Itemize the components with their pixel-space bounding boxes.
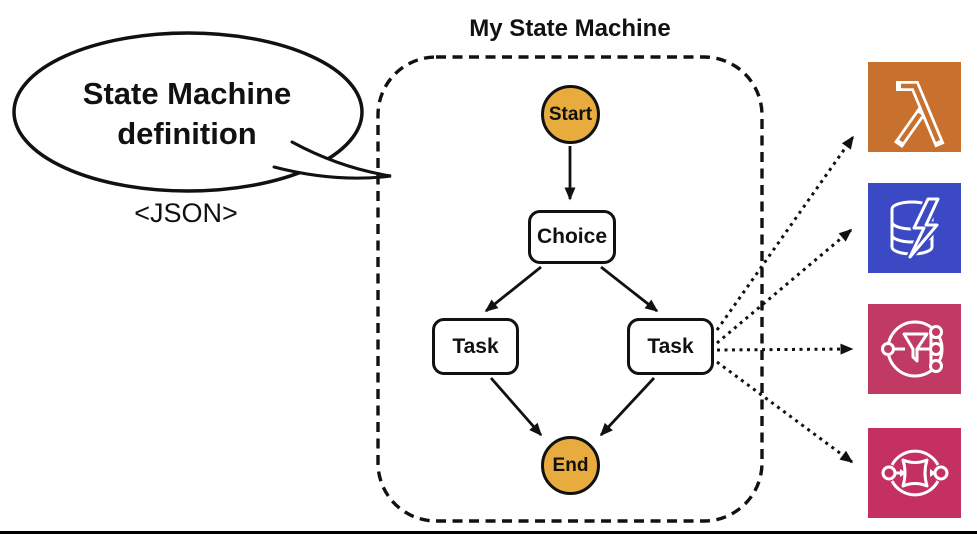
state-machine-title: My State Machine — [469, 15, 671, 42]
state-node-start-label: Start — [548, 103, 593, 125]
state-machine-boundary — [376, 55, 764, 523]
state-node-task-left-label: Task — [452, 334, 499, 358]
edge-choice-to-task-right — [600, 265, 659, 313]
edge-task-to-sns — [716, 343, 854, 355]
state-node-task-right: Task — [627, 318, 714, 375]
amazon-sns-icon — [868, 304, 961, 394]
state-node-choice: Choice — [528, 210, 616, 264]
speech-bubble-line2: definition — [117, 116, 257, 151]
state-node-task-left: Task — [432, 318, 519, 375]
edge-task-left-to-end — [489, 377, 543, 437]
edge-task-right-to-end — [599, 377, 656, 437]
state-node-end: End — [541, 436, 600, 495]
speech-bubble-line1: State Machine — [82, 76, 292, 111]
json-caption: <JSON> — [134, 198, 238, 228]
state-node-start: Start — [541, 85, 600, 144]
state-node-end-label: End — [552, 454, 589, 476]
edge-task-to-lambda — [715, 135, 855, 331]
aws-step-functions-icon — [868, 428, 961, 518]
speech-bubble-text: State Machine definition — [28, 74, 346, 154]
state-node-choice-label: Choice — [536, 225, 607, 248]
speech-bubble-tail — [272, 140, 391, 179]
edge-task-to-stepfunctions — [716, 360, 854, 464]
edge-task-to-dynamodb — [716, 228, 853, 345]
aws-lambda-icon — [868, 62, 961, 152]
amazon-dynamodb-icon — [868, 183, 961, 273]
state-node-task-right-label: Task — [647, 334, 694, 358]
speech-bubble-shape — [12, 31, 392, 193]
bottom-border-line — [0, 531, 977, 534]
edge-choice-to-task-left — [484, 265, 542, 313]
